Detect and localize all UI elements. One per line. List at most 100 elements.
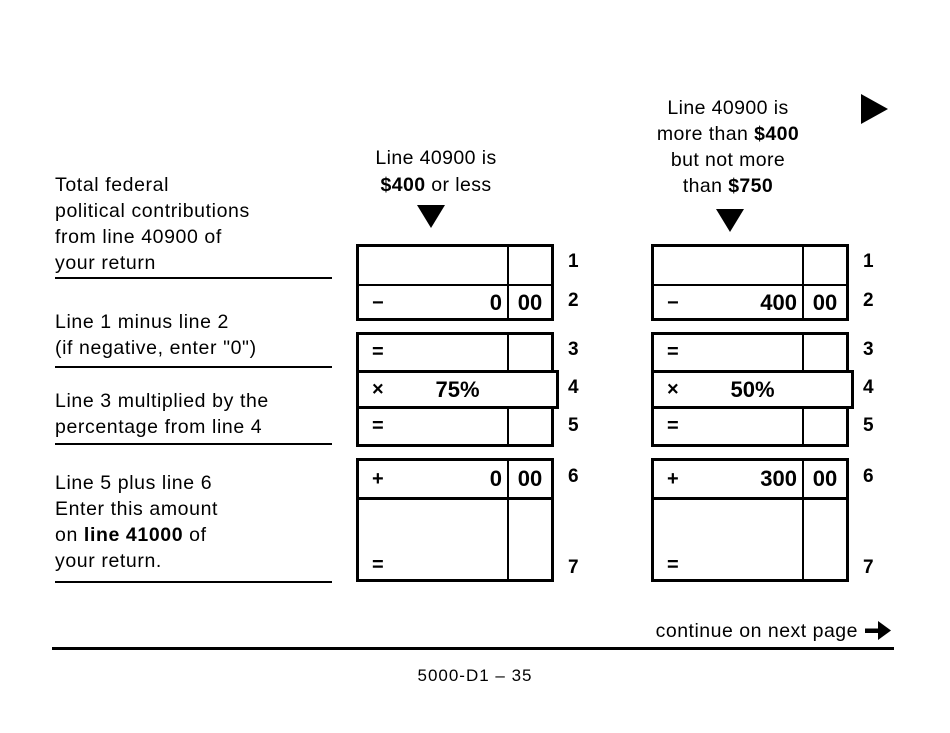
label-line: Total federal: [55, 174, 170, 196]
line-1-row: [359, 247, 551, 286]
label-total-contributions: Total federal political contributions fr…: [55, 172, 345, 276]
line-7-amount-cell: =: [654, 500, 802, 582]
calc-box-line-5: =: [651, 409, 849, 447]
line-6-amount: 300: [760, 466, 797, 491]
label-line: political contributions: [55, 200, 250, 222]
label-underline: [55, 366, 332, 368]
line-5-row: =: [359, 409, 551, 444]
label-line: Line 5 plus line 6: [55, 472, 213, 494]
line-number-7: 7: [863, 557, 874, 578]
label-underline: [55, 581, 332, 583]
header-line: $400 or less: [380, 174, 492, 196]
condition-header-400-to-750: Line 40900 is more than $400 but not mor…: [608, 95, 848, 199]
label-underline: [55, 443, 332, 445]
equals-operator: =: [667, 554, 679, 576]
label-line: from line 40900 of: [55, 226, 222, 248]
plus-operator: +: [667, 467, 679, 490]
line-2-amount-cell: −0: [359, 286, 507, 320]
line-5-amount-cell: =: [654, 409, 802, 444]
line-6-cents-cell: 00: [507, 461, 551, 497]
line-7-cents-cell: [507, 500, 551, 582]
line-4-row: ×50%: [654, 373, 851, 406]
line-3-cents-cell: [507, 335, 551, 370]
line-6-amount: 0: [489, 466, 502, 491]
label-line5-plus-line6: Line 5 plus line 6 Enter this amount on …: [55, 470, 345, 574]
header-line: more than $400: [656, 123, 800, 145]
line-2-amount: 400: [760, 290, 797, 315]
plus-operator: +: [372, 467, 384, 490]
line-7-row: =: [359, 500, 551, 582]
line-number-4: 4: [568, 377, 579, 398]
calc-box-line-3: =: [651, 332, 849, 370]
line-2-cents-cell: 00: [802, 286, 846, 320]
line-number-5: 5: [568, 415, 579, 436]
line-number-2: 2: [568, 290, 579, 311]
label-line: Enter this amount: [55, 498, 219, 520]
line-2-row: −400 00: [654, 286, 846, 320]
header-line: than $750: [682, 175, 774, 197]
equals-operator: =: [667, 415, 679, 437]
header-line: but not more: [670, 149, 786, 171]
line-5-cents-cell: [507, 409, 551, 444]
equals-operator: =: [667, 341, 679, 363]
calc-box-line-3: =: [356, 332, 554, 370]
line-1-amount-cell: [359, 247, 507, 284]
line-number-3: 3: [568, 339, 579, 360]
calc-box-lines-1-2: −0 00: [356, 244, 554, 321]
line-3-cents-cell: [802, 335, 846, 370]
line-4-percentage: 50%: [730, 376, 775, 402]
line-2-amount-cell: −400: [654, 286, 802, 320]
label-line: your return.: [55, 550, 162, 572]
label-line: percentage from line 4: [55, 416, 263, 438]
line-6-cents-cell: 00: [802, 461, 846, 497]
line-number-6: 6: [568, 466, 579, 487]
calc-box-line-4: ×50%: [651, 370, 854, 409]
page-number: 5000-D1 – 35: [417, 666, 533, 685]
line-number-5: 5: [863, 415, 874, 436]
line-4-row: × 75%: [359, 373, 556, 406]
line-number-1: 1: [568, 251, 579, 272]
line-5-amount-cell: =: [359, 409, 507, 444]
line-6-row: +300 00: [654, 461, 846, 500]
line-3-amount-cell: =: [654, 335, 802, 370]
continue-on-next-page: continue on next page: [460, 620, 892, 643]
header-line: Line 40900 is: [375, 147, 497, 169]
calc-box-lines-1-2: −400 00: [651, 244, 849, 321]
label-line: on line 41000 of: [55, 524, 207, 546]
line-6-row: +0 00: [359, 461, 551, 500]
label-line: (if negative, enter "0"): [55, 337, 257, 359]
down-arrow-icon: [716, 209, 744, 232]
line-1-amount-cell: [654, 247, 802, 284]
line-2-row: −0 00: [359, 286, 551, 320]
calc-box-line-5: =: [356, 409, 554, 447]
right-triangle-icon: [861, 94, 888, 124]
footer-rule: [52, 647, 894, 650]
line-3-row: =: [359, 335, 551, 370]
line-7-cents-cell: [802, 500, 846, 582]
line-number-6: 6: [863, 466, 874, 487]
equals-operator: =: [372, 341, 384, 363]
down-arrow-icon: [417, 205, 445, 228]
multiply-operator: ×: [372, 378, 384, 400]
calc-box-line-4: × 75%: [356, 370, 559, 409]
line-number-3: 3: [863, 339, 874, 360]
line-4-percentage: 75%: [435, 376, 480, 402]
line-6-amount-cell: +0: [359, 461, 507, 497]
label-line: Line 1 minus line 2: [55, 311, 229, 333]
header-line: Line 40900 is: [667, 97, 789, 119]
equals-operator: =: [372, 415, 384, 437]
worksheet-column-400-to-750: −400 00 = ×50% = +300 00 =: [651, 0, 896, 620]
line-6-amount-cell: +300: [654, 461, 802, 497]
label-line1-minus-line2: Line 1 minus line 2 (if negative, enter …: [55, 309, 345, 361]
line-number-7: 7: [568, 557, 579, 578]
label-line: Line 3 multiplied by the: [55, 390, 269, 412]
heavy-right-arrow-icon: [865, 621, 891, 640]
continue-text: continue on next page: [655, 620, 858, 642]
line-1-cents-cell: [507, 247, 551, 284]
calc-box-lines-6-7: +300 00 =: [651, 458, 849, 582]
minus-operator: −: [372, 291, 384, 314]
line-number-4: 4: [863, 377, 874, 398]
line-3-row: =: [654, 335, 846, 370]
line-number-1: 1: [863, 251, 874, 272]
